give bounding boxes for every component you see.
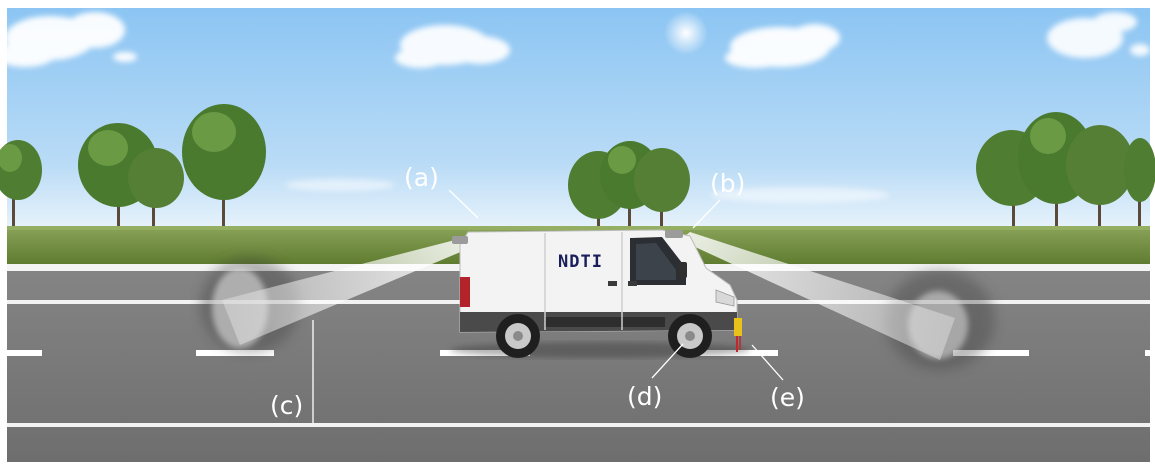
tree [634,148,690,227]
label-d: (d) [627,382,663,411]
wheel-rear [496,314,540,358]
wheel-front [668,314,712,358]
roof-sensor-a [452,236,468,244]
sun [664,11,708,55]
vehicle-logo-text: NDTI [558,252,603,272]
label-b: (b) [710,169,746,198]
roof-sensor-b [665,230,683,238]
label-a: (a) [404,163,439,192]
tree [1124,138,1155,227]
lane-line-lower [7,423,1150,427]
tree [182,104,266,226]
label-c: (c) [270,391,304,420]
trees [0,104,1155,227]
leader-lines [312,189,784,423]
sensor-beam-right [680,232,995,370]
clouds [0,12,1150,203]
inspection-van [450,229,750,358]
tree [128,148,184,226]
tree [1066,125,1134,227]
label-e: (e) [770,383,805,412]
sensor-beam-left [200,240,470,353]
front-sensor-e [734,318,742,352]
tree [0,140,42,226]
